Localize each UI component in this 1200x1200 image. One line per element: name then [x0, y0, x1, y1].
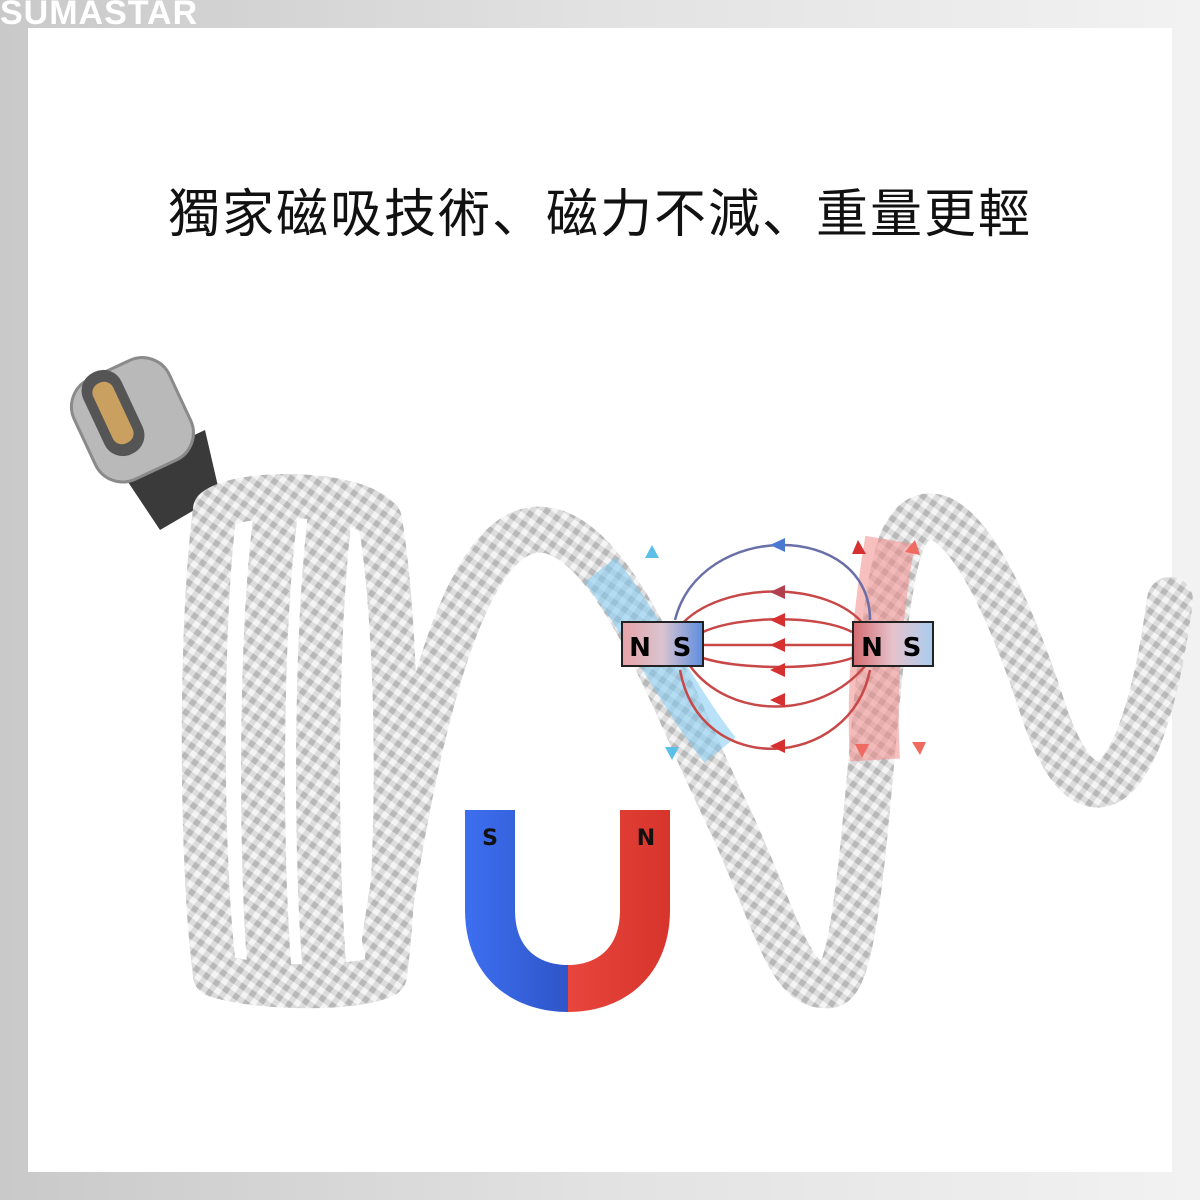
- bar-magnet-right: N S: [852, 621, 934, 667]
- coiled-cable: [181, 474, 418, 1009]
- south-label: S: [903, 633, 922, 663]
- brand-logo: SUMASTAR: [0, 0, 199, 32]
- north-label: N: [637, 826, 655, 851]
- north-label: N: [629, 633, 651, 663]
- u-magnet: S N: [465, 810, 670, 1012]
- bar-magnet-left: N S: [621, 621, 704, 667]
- headline: 獨家磁吸技術、磁力不減、重量更輕: [167, 185, 1032, 245]
- wave-cable: [362, 493, 1193, 1009]
- south-label: S: [673, 633, 692, 663]
- south-label: S: [482, 826, 498, 851]
- north-label: N: [861, 633, 883, 663]
- field-arrow-icons: [645, 538, 926, 760]
